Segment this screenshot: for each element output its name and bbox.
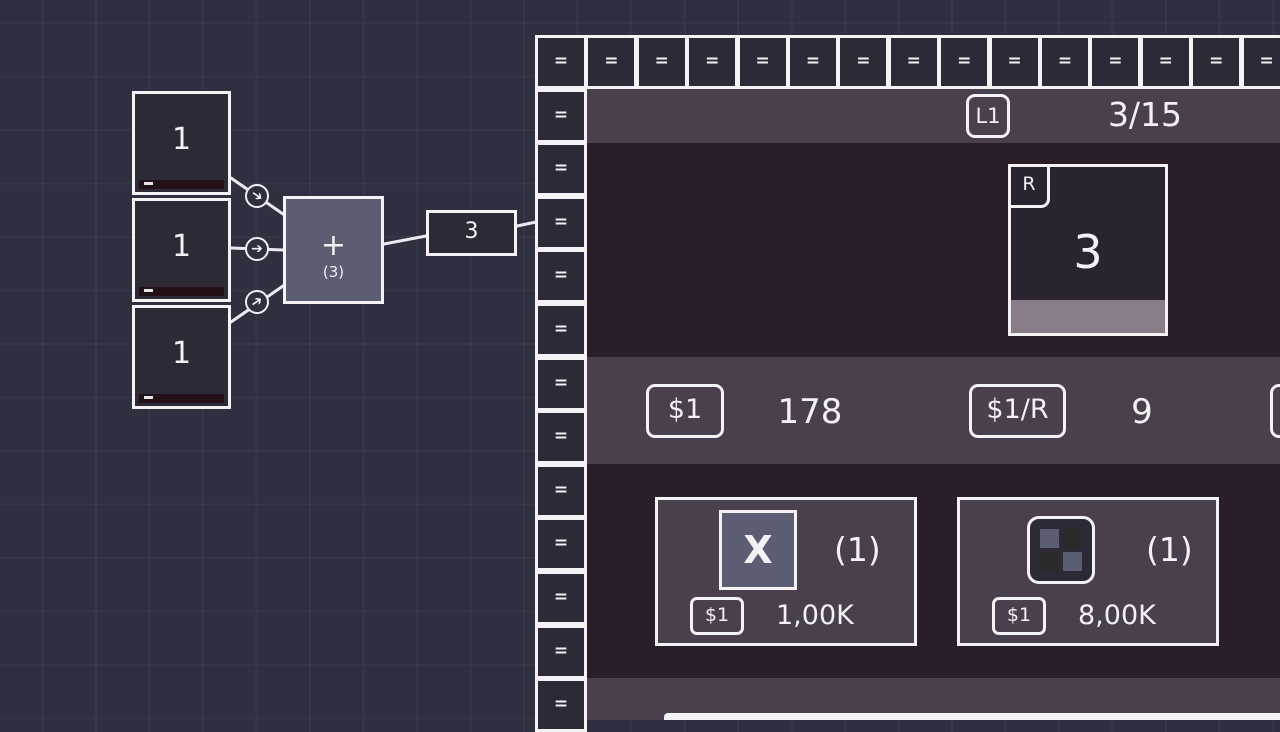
border-cell: = xyxy=(535,88,587,143)
border-cell: = xyxy=(1240,35,1280,89)
grid-block-icon xyxy=(1027,516,1095,584)
level-band xyxy=(584,89,1280,143)
source-progress-marker xyxy=(144,182,153,185)
border-cell: = xyxy=(535,142,587,197)
source-node[interactable]: 1 xyxy=(132,305,231,409)
price-badge: $1 xyxy=(992,597,1046,635)
border-cell: = xyxy=(535,356,587,411)
border-cell: = xyxy=(1089,35,1142,89)
border-cell: = xyxy=(535,678,587,732)
bottom-edge xyxy=(664,713,1280,720)
result-box: R 3 xyxy=(1008,164,1168,336)
shop-card[interactable]: X (1) $1 1,00K xyxy=(655,497,917,646)
border-cell: = xyxy=(837,35,890,89)
source-node[interactable]: 1 xyxy=(132,198,231,302)
stats-band xyxy=(584,357,1280,464)
border-cell: = xyxy=(938,35,991,89)
border-cell: = xyxy=(535,35,587,89)
money-value: 178 xyxy=(777,392,843,432)
level-progress: 3/15 xyxy=(1107,95,1183,134)
x-block-icon: X xyxy=(719,510,797,590)
rate-value: 9 xyxy=(1131,392,1153,432)
output-value-box: 3 xyxy=(426,210,517,256)
border-cell: = xyxy=(988,35,1041,89)
border-cell: = xyxy=(1039,35,1091,89)
border-cell: = xyxy=(535,303,587,357)
shop-card[interactable]: (1) $1 8,00K xyxy=(957,497,1219,646)
source-progress-marker xyxy=(144,289,153,292)
result-fill xyxy=(1011,300,1165,333)
border-cell: = xyxy=(585,35,638,89)
border-cell: = xyxy=(535,410,587,465)
border-cell: = xyxy=(1139,35,1192,89)
source-progress-marker xyxy=(144,396,153,399)
add-operator-node[interactable]: + (3) xyxy=(283,196,384,304)
border-cell: = xyxy=(787,35,839,89)
border-cell: = xyxy=(535,463,587,518)
source-value: 1 xyxy=(171,229,192,264)
source-value: 1 xyxy=(171,336,192,371)
plus-icon: + xyxy=(320,228,347,263)
source-progress-bar xyxy=(139,287,224,296)
rate-badge: $1/R xyxy=(969,384,1066,438)
shop-count: (1) xyxy=(834,530,881,569)
border-cell: = xyxy=(686,35,739,89)
border-cell: = xyxy=(535,571,587,625)
extra-badge-partial xyxy=(1270,384,1280,438)
source-value: 1 xyxy=(171,122,192,157)
level-badge: L1 xyxy=(966,94,1010,138)
arrow-right-icon: ➔ xyxy=(245,237,269,261)
shop-count: (1) xyxy=(1146,530,1193,569)
border-cell: = xyxy=(887,35,940,89)
border-cell: = xyxy=(535,517,587,572)
source-node[interactable]: 1 xyxy=(132,91,231,195)
result-area xyxy=(584,143,1280,357)
border-cell: = xyxy=(535,624,587,679)
border-cell: = xyxy=(535,195,587,250)
border-cell: = xyxy=(736,35,789,89)
border-cell: = xyxy=(535,249,587,304)
source-progress-bar xyxy=(139,394,224,403)
shop-price: 1,00K xyxy=(776,600,854,631)
result-value: 3 xyxy=(1073,225,1103,279)
source-progress-bar xyxy=(139,180,224,189)
shop-price: 8,00K xyxy=(1078,600,1156,631)
border-cell: = xyxy=(635,35,688,89)
operator-input-count: (3) xyxy=(322,263,345,281)
money-badge: $1 xyxy=(646,384,724,438)
result-badge: R xyxy=(1011,167,1050,208)
border-cell: = xyxy=(1190,35,1243,89)
price-badge: $1 xyxy=(690,597,744,635)
